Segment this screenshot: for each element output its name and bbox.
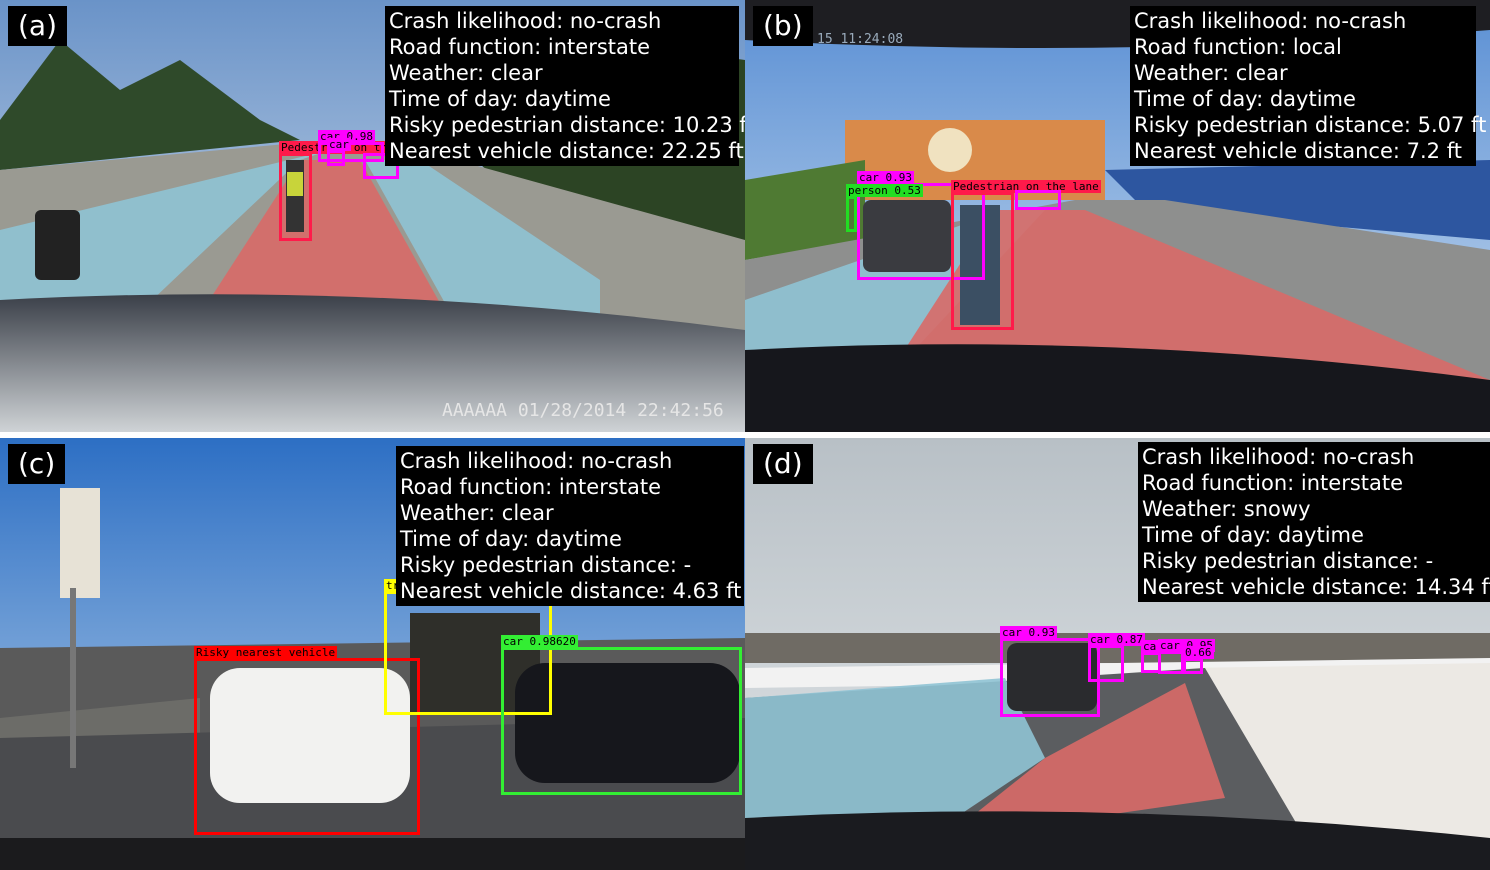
info-line-road-function: Road function: interstate — [1142, 471, 1404, 495]
scene-d-image — [745, 438, 1490, 870]
info-line-weather: Weather: clear — [400, 501, 554, 525]
bbox-pedestrian-a: Pedestrian on th — [279, 141, 389, 241]
info-line-vehicle-distance: Nearest vehicle distance: 4.63 ft — [400, 579, 742, 603]
bbox-car-c: car 0.98620 — [501, 635, 742, 795]
info-line-pedestrian-distance: Risky pedestrian distance: - — [1142, 549, 1434, 573]
bbox-car-a2: car — [327, 138, 351, 166]
info-box: Crash likelihood: no-crash Road function… — [1130, 6, 1487, 166]
info-box: Crash likelihood: no-crash Road function… — [1138, 442, 1490, 602]
scene-c-image — [0, 438, 745, 870]
panel-b: car 0.93 person 0.53 Pedestrian on the l… — [745, 0, 1490, 432]
bbox-risky-vehicle-c: Risky nearest vehicle — [194, 646, 420, 835]
bbox-car-d4: car 0.95 — [1158, 639, 1215, 674]
bbox-pedestrian-b: Pedestrian on the lane — [951, 180, 1101, 330]
info-line-road-function: Road function: local — [1134, 35, 1342, 59]
panel-label: (d) — [753, 444, 813, 484]
panel-label: (a) — [8, 6, 68, 46]
info-line-weather: Weather: clear — [389, 61, 543, 85]
panel-c: Risky nearest vehicle tr car 0.98620 (c)… — [0, 438, 745, 870]
bbox-car-a3 — [363, 153, 399, 179]
panel-d: car 0.93 car 0.87 car car 0.95 0.66 (d) … — [745, 438, 1490, 870]
info-line-crash-likelihood: Crash likelihood: no-crash — [389, 9, 662, 33]
timestamp-overlay: AAAAAA 01/28/2014 22:42:56 — [442, 400, 724, 421]
info-box: Crash likelihood: no-crash Road function… — [385, 6, 745, 166]
bbox-label: car 0.93 — [857, 171, 914, 184]
info-line-pedestrian-distance: Risky pedestrian distance: 10.23 ft — [389, 113, 745, 137]
bbox-car-b2 — [1015, 190, 1061, 210]
bbox-label: car 0.87 — [1088, 633, 1145, 646]
bbox-label: car 0.93 — [1000, 626, 1057, 639]
info-box: Crash likelihood: no-crash Road function… — [396, 446, 744, 606]
bbox-car-d5: 0.66 — [1183, 646, 1214, 674]
panel-a: Pedestrian on th car 0.98 car (a) Crash … — [0, 0, 745, 432]
info-line-weather: Weather: snowy — [1142, 497, 1311, 521]
info-line-crash-likelihood: Crash likelihood: no-crash — [1142, 445, 1415, 469]
info-line-weather: Weather: clear — [1134, 61, 1288, 85]
bbox-label: car 0.98620 — [501, 635, 578, 648]
info-line-pedestrian-distance: Risky pedestrian distance: 5.07 ft — [1134, 113, 1487, 137]
info-line-pedestrian-distance: Risky pedestrian distance: - — [400, 553, 692, 577]
bbox-person-b: person 0.53 — [846, 184, 923, 232]
bbox-car-d1: car 0.93 — [1000, 626, 1100, 717]
bbox-car-d2: car 0.87 — [1088, 633, 1145, 682]
timestamp-overlay: 15 11:24:08 — [817, 32, 904, 47]
info-line-road-function: Road function: interstate — [400, 475, 662, 499]
info-line-time-of-day: Time of day: daytime — [1134, 87, 1356, 111]
bbox-label: Risky nearest vehicle — [194, 646, 338, 659]
info-line-road-function: Road function: interstate — [389, 35, 651, 59]
info-line-time-of-day: Time of day: daytime — [400, 527, 622, 551]
info-line-crash-likelihood: Crash likelihood: no-crash — [400, 449, 673, 473]
bbox-label: person 0.53 — [846, 184, 923, 197]
info-line-vehicle-distance: Nearest vehicle distance: 22.25 ft — [389, 139, 744, 163]
panel-label: (c) — [8, 444, 66, 484]
info-line-time-of-day: Time of day: daytime — [1142, 523, 1364, 547]
bbox-label: car — [327, 138, 351, 151]
info-line-time-of-day: Time of day: daytime — [389, 87, 611, 111]
bbox-label: Pedestrian on the lane — [951, 180, 1101, 193]
panel-label: (b) — [753, 6, 813, 46]
bbox-label: 0.66 — [1183, 646, 1214, 659]
info-line-vehicle-distance: Nearest vehicle distance: 7.2 ft — [1134, 139, 1462, 163]
info-line-vehicle-distance: Nearest vehicle distance: 14.34 ft — [1142, 575, 1490, 599]
info-line-crash-likelihood: Crash likelihood: no-crash — [1134, 9, 1407, 33]
